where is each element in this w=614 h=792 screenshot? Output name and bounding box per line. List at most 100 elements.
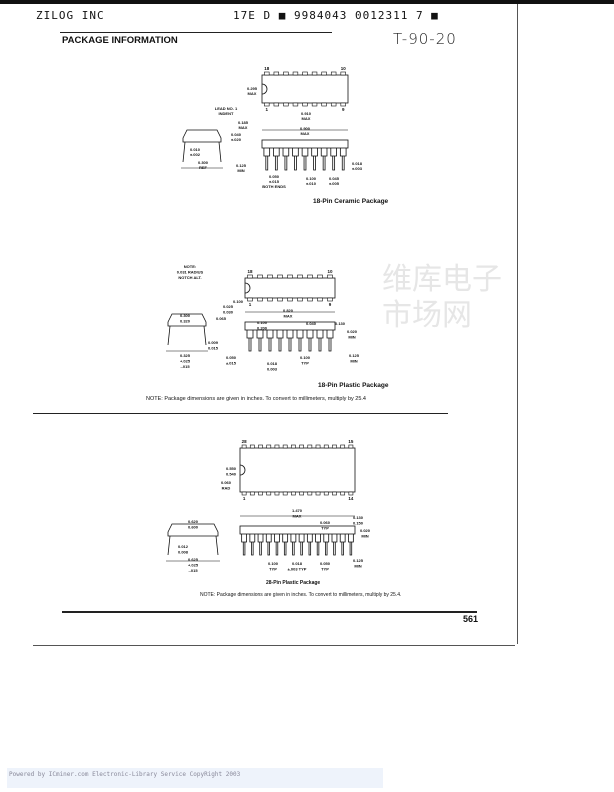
dimension-label: BOTH ENDS <box>262 184 286 189</box>
top-pin <box>274 444 280 449</box>
dimension-label: 0.130 <box>335 321 346 326</box>
dimension-label: 0.540 <box>226 472 237 477</box>
top-pin <box>321 71 327 76</box>
top-pin <box>249 444 255 449</box>
top-pin <box>273 71 280 76</box>
document-code: 17E D ■ 9984043 0012311 7 ■ <box>233 9 439 22</box>
bottom-pin <box>297 297 303 302</box>
top-pin <box>292 71 299 76</box>
bottom-pin <box>332 491 337 496</box>
dimension-label: 0.060 <box>320 520 331 525</box>
bottom-pin <box>348 491 354 496</box>
bottom-pin <box>321 102 327 107</box>
dimension-label: 0.300 <box>198 160 209 165</box>
dimension-label: 0.150 <box>353 521 364 526</box>
side-pin <box>306 534 313 556</box>
dimension-label: ±.005 <box>329 181 340 186</box>
pin-number: 9 <box>329 302 332 307</box>
company-name: ZILOG INC <box>36 9 105 22</box>
dimension-label: 0.910 <box>301 111 312 116</box>
side-pin <box>311 148 318 171</box>
bottom-pin <box>307 297 313 302</box>
bottom-pin <box>241 491 247 496</box>
dimension-label: TYP <box>321 526 329 531</box>
top-pin <box>307 444 313 449</box>
dimension-label: 0.040 <box>306 321 317 326</box>
top-pin <box>327 274 333 279</box>
top-pin <box>283 71 289 76</box>
dimension-label: 0.065 <box>216 316 227 321</box>
top-pin <box>330 71 337 76</box>
side-pin <box>286 330 294 352</box>
side-pin <box>274 534 280 556</box>
dimension-label: 0.100 <box>268 561 279 566</box>
pin-number: 18 <box>264 66 270 71</box>
package-caption: 18-Pin Ceramic Package <box>313 198 389 205</box>
dimension-label: 0.620 <box>188 519 199 524</box>
top-pin <box>348 444 354 449</box>
bottom-pin <box>283 102 289 107</box>
top-pin <box>257 274 263 279</box>
dimension-label: 0.018 <box>292 561 303 566</box>
dimension-label: INDENT <box>219 111 234 116</box>
side-pin <box>249 534 256 556</box>
dimension-label: LEAD NO. 1 <box>215 106 238 111</box>
side-pin <box>331 534 338 556</box>
dimension-label: 0.100 <box>257 320 268 325</box>
top-pin <box>266 444 272 449</box>
top-view-body <box>261 74 349 104</box>
bottom-pin <box>323 491 329 496</box>
bottom-pin <box>311 102 318 107</box>
dimension-label: 0.030 <box>223 310 234 315</box>
dimension-label: NOTE: <box>184 264 196 269</box>
dimension-label: 0.125 <box>236 163 247 168</box>
side-pin <box>348 534 354 556</box>
dimension-label: 0.031 RADIUS <box>177 270 204 275</box>
dimension-label: ±.002 <box>190 152 201 157</box>
pin-number: 28 <box>242 439 248 444</box>
side-view-body <box>261 139 349 149</box>
side-pin <box>296 330 304 352</box>
top-pin <box>267 274 273 279</box>
side-pin <box>256 330 264 352</box>
dimension-label: 0.295 <box>247 86 258 91</box>
top-scan-border <box>0 0 614 4</box>
dimension-label: 0.050 <box>320 561 331 566</box>
dimension-label: MIN <box>361 534 368 539</box>
side-pin <box>292 148 299 171</box>
dimension-label: TYP <box>301 361 309 366</box>
side-pin <box>241 534 247 556</box>
side-view-body <box>244 321 336 331</box>
dimension-label: 0.040 <box>231 132 242 137</box>
dimension-label: 0.020 <box>360 528 371 533</box>
footer-banner: Powered by ICminer.com Electronic-Librar… <box>7 768 383 788</box>
top-pin <box>291 444 296 449</box>
section-divider <box>33 413 448 414</box>
dimension-label: MIN <box>237 168 244 173</box>
bottom-pin <box>247 297 253 302</box>
dimension-label: ±.020 <box>231 137 242 142</box>
footer-rule <box>62 611 477 613</box>
top-pin <box>340 444 346 449</box>
bottom-pin <box>327 297 333 302</box>
side-pin <box>306 330 314 352</box>
bottom-pin <box>249 491 255 496</box>
side-pin <box>265 534 272 556</box>
dimension-label: 0.320 <box>180 319 191 324</box>
dimension-label: 0.045 <box>329 176 340 181</box>
bottom-pin <box>307 491 313 496</box>
side-view-body <box>239 525 356 535</box>
side-pin <box>330 148 337 171</box>
dimension-label: TYP <box>321 567 329 572</box>
pin-number: 15 <box>348 439 354 444</box>
top-pin <box>247 274 253 279</box>
side-pin <box>246 330 254 352</box>
dimension-label: 0.100 <box>300 355 311 360</box>
dimension-label: 0.025 <box>223 304 234 309</box>
dimension-label: MAX <box>239 125 248 130</box>
handwritten-note: T-90-20 <box>393 30 457 48</box>
bottom-pin <box>315 491 321 496</box>
bottom-pin <box>264 102 270 107</box>
dimension-label: REF <box>199 165 208 170</box>
